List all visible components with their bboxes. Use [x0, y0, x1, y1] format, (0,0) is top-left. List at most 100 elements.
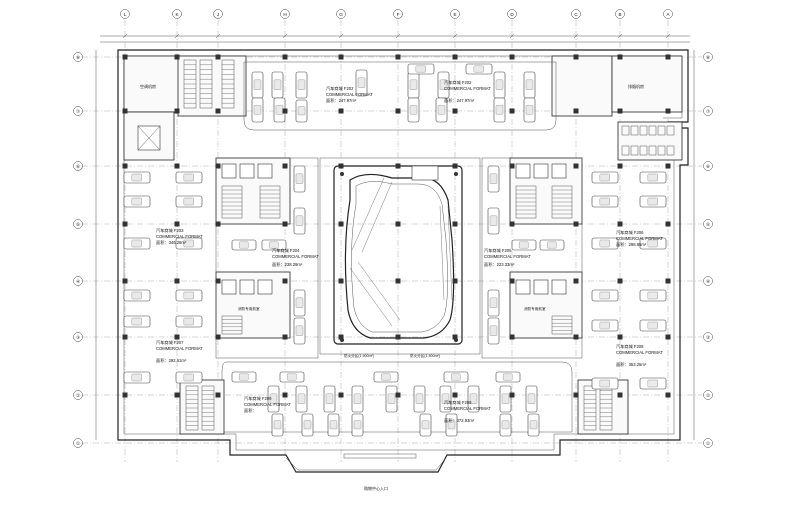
bottom-corridor [221, 361, 573, 433]
unit-f202a: 汽车商城 F202 COMMERCIAL FORMAT 面积：247.97m² [326, 85, 373, 104]
car-roof [295, 215, 304, 226]
column [395, 108, 401, 114]
car-roof [353, 420, 362, 430]
parked-car [525, 385, 538, 413]
column [617, 334, 623, 340]
parked-cars [123, 63, 667, 437]
car-roof [297, 79, 306, 90]
car-roof [131, 173, 142, 182]
stair-flight [259, 185, 281, 219]
elevator-car [239, 279, 255, 295]
car-roof [253, 79, 262, 90]
stair-flight [183, 59, 197, 109]
grid-label-top: E [453, 12, 456, 17]
parked-car [123, 289, 151, 302]
parked-car [123, 171, 151, 184]
parked-car [499, 385, 512, 413]
grid-bubble-left [73, 219, 83, 229]
car-roof [131, 197, 142, 206]
column [452, 108, 458, 114]
stair-outline [221, 315, 243, 335]
unit-f208b-name: 汽车商城 F208 [444, 399, 472, 406]
dimension-tick [174, 33, 180, 39]
parked-car [493, 97, 506, 123]
car-roof [183, 173, 194, 182]
car-roof [529, 420, 538, 430]
car-roof [239, 373, 249, 381]
parked-car [327, 413, 340, 437]
parked-car [271, 71, 284, 99]
parked-car [261, 239, 287, 251]
column [509, 163, 515, 169]
column [452, 278, 458, 284]
elevator-car [257, 279, 273, 295]
parked-car [591, 377, 619, 390]
column [573, 54, 579, 60]
unit-f202b-name: 汽车商城 F202 [444, 79, 472, 86]
parked-car [487, 289, 500, 317]
grid-label-right: ③ [706, 335, 711, 340]
toilet-stall [666, 145, 675, 156]
stair-flight [199, 59, 213, 109]
car-roof [647, 197, 658, 206]
column [122, 54, 128, 60]
column [338, 334, 344, 340]
car-roof [269, 241, 279, 249]
parked-car [445, 413, 458, 437]
parked-car [175, 171, 203, 184]
column [452, 221, 458, 227]
grid-bubble-top [172, 9, 182, 19]
unit-f207-format: COMMERCIAL FORMAT [156, 346, 203, 351]
unit-f205-name: 汽车商城 F205 [484, 247, 512, 254]
grid-label-right: ⑧ [706, 55, 711, 60]
car-roof [599, 197, 610, 206]
car-roof [183, 291, 194, 300]
column [338, 108, 344, 114]
unit-f208r-name: 汽车商城 F208 [616, 343, 644, 350]
parked-car [419, 413, 432, 437]
parked-car [437, 71, 450, 99]
unit-f205-format: COMMERCIAL FORMAT [484, 254, 531, 259]
car-roof [421, 420, 430, 430]
stair-flight [221, 315, 243, 335]
unit-f206-name: 汽车商城 F206 [616, 229, 644, 236]
entrance-door [343, 453, 417, 459]
toilet-stall [657, 145, 666, 156]
parked-car [511, 239, 537, 251]
parked-car [487, 165, 500, 193]
car-roof [503, 373, 513, 381]
car-roof [495, 79, 504, 90]
car-roof [415, 65, 426, 73]
column [665, 278, 671, 284]
top-right-room-label: 排烟机房 [628, 83, 644, 89]
void-label-right: 防火分区(1,900m²) [410, 353, 440, 358]
parked-car [439, 385, 452, 413]
car-roof [303, 420, 312, 430]
column [282, 334, 288, 340]
parked-car [493, 71, 506, 99]
unit-f202b-area: 面积：247.97m² [444, 97, 475, 104]
car-roof [525, 79, 534, 90]
left-shaft [123, 111, 175, 161]
grid-bubble-top [336, 9, 346, 19]
car-roof [501, 393, 510, 404]
parked-car [279, 371, 305, 383]
toilet-stall [630, 145, 639, 156]
grid-bubble-top [280, 9, 290, 19]
unit-f207-area: 面积：282.61m² [156, 357, 187, 364]
grid-bubble-right [703, 276, 713, 286]
column [282, 392, 288, 398]
stair-flight [515, 185, 537, 219]
column [122, 392, 128, 398]
column [573, 392, 579, 398]
toilet-stall [621, 145, 630, 156]
column [174, 334, 180, 340]
column [617, 392, 623, 398]
unit-f202b-format: COMMERCIAL FORMAT [444, 86, 491, 91]
parked-car [435, 97, 448, 123]
grid-bubble-left [73, 332, 83, 342]
stair-outline [551, 315, 573, 335]
dimension-tick [452, 33, 458, 39]
car-roof [329, 420, 338, 430]
grid-bubble-top [507, 9, 517, 19]
